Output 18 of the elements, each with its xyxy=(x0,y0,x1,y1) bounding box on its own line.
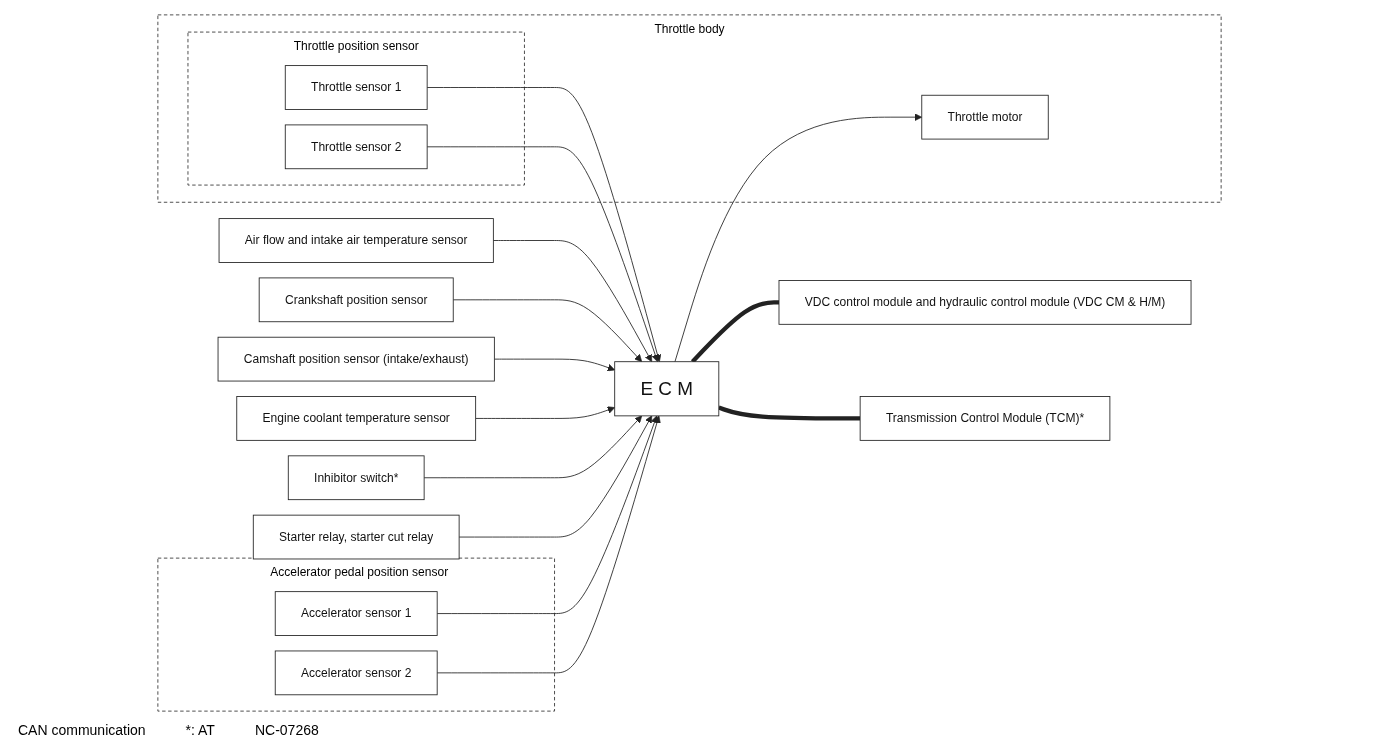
node-box: Throttle motor xyxy=(921,94,1049,140)
node-box: Camshaft position sensor (intake/exhaust) xyxy=(217,336,495,382)
node-box: Transmission Control Module (TCM)* xyxy=(859,396,1111,441)
node-box: Accelerator sensor 1 xyxy=(274,591,438,636)
note-text: CAN communication xyxy=(18,722,146,738)
node-box: Inhibitor switch* xyxy=(287,455,425,501)
node-box: Air flow and intake air temperature sensor xyxy=(218,218,494,263)
node-box: E C M xyxy=(614,361,720,417)
node-box: Throttle sensor 2 xyxy=(284,124,428,170)
node-box: Throttle sensor 1 xyxy=(284,65,428,110)
node-box: VDC control module and hydraulic control module (VDC CM & H/M) xyxy=(778,280,1192,325)
note-text: NC-07268 xyxy=(254,722,319,738)
node-box: Crankshaft position sensor xyxy=(258,277,454,323)
node-box: Starter relay, starter cut relay xyxy=(252,514,460,560)
node-box: Accelerator sensor 2 xyxy=(274,650,438,696)
connector xyxy=(718,405,861,421)
node-box: Engine coolant temperature sensor xyxy=(236,396,477,441)
note-text: *: AT xyxy=(185,722,215,738)
